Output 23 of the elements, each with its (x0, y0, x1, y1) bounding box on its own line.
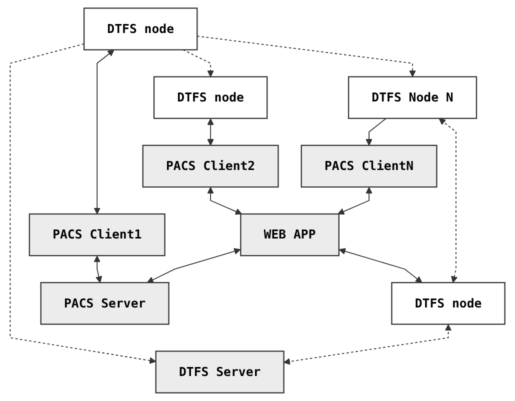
node-box: PACS Client2 (142, 144, 279, 188)
node-box: DTFS Node N (348, 76, 478, 119)
arrow (94, 256, 102, 283)
arrow (366, 118, 387, 146)
node-box: PACS Client1 (28, 213, 166, 256)
arrow (338, 187, 372, 215)
arrow (182, 49, 214, 78)
node-box: PACS ClientN (300, 144, 438, 188)
arrow (146, 248, 241, 283)
node-box: DTFS node (391, 282, 506, 325)
arrow (196, 36, 416, 78)
node-box: DTFS Server (155, 350, 284, 394)
node-box: WEB APP (240, 213, 340, 256)
arrow (284, 324, 452, 365)
node-box: DTFS node (83, 8, 198, 50)
arrow (438, 118, 458, 283)
node-box: DTFS node (153, 76, 268, 119)
arrow (94, 50, 114, 214)
arrow (338, 248, 422, 283)
arrow (207, 118, 214, 146)
arrow (207, 187, 242, 215)
arrow (10, 43, 156, 364)
node-box: PACS Server (40, 282, 170, 325)
